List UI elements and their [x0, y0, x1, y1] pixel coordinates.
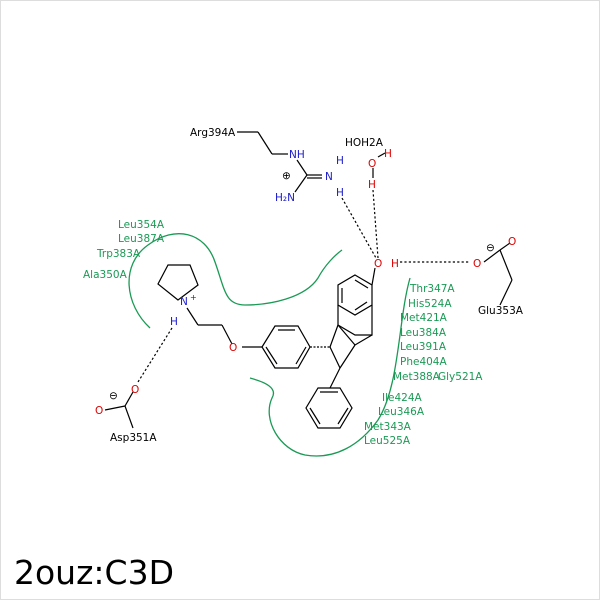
atom-phenol-o: O [374, 258, 382, 270]
tetrahydronaphthalene-core [329, 267, 376, 369]
hbond-water-phenol [372, 189, 379, 259]
atom-ether-o: O [229, 342, 237, 354]
atom-arg-n: N [325, 171, 333, 183]
arg394-side-chain [237, 131, 322, 193]
residue-leu384: Leu384A [400, 327, 447, 339]
residue-met388: Met388A [393, 371, 441, 383]
residue-ala350: Ala350A [83, 269, 128, 281]
residue-thr347: Thr347A [409, 283, 455, 295]
pyrrolidine-ring [157, 264, 199, 301]
asp351-side-chain [104, 391, 134, 429]
arg-positive-charge: ⊕ [282, 170, 291, 182]
residue-ile424: Ile424A [382, 392, 423, 404]
atom-arg-h-bottom: H [336, 187, 344, 199]
residue-asp351: Asp351A [110, 432, 157, 444]
residue-hoh2: HOH2A [345, 137, 384, 149]
residue-trp383: Trp383A [96, 248, 141, 260]
atom-arg-nh: NH [289, 149, 305, 161]
atom-pyrrolidine-h: H [170, 316, 178, 328]
atom-asp-o-double: O [95, 405, 103, 417]
aryl-ether-ring [186, 307, 330, 369]
atom-arg-h2n: H₂N [275, 192, 295, 204]
hydrophobic-arc-right [249, 277, 411, 457]
water-molecule [372, 152, 386, 178]
residue-met343: Met343A [364, 421, 412, 433]
asp-negative-charge: ⊖ [109, 390, 118, 402]
residue-leu387: Leu387A [118, 233, 165, 245]
atom-pyrrolidine-n: N [180, 296, 188, 308]
residue-gly521: Gly521A [438, 371, 483, 383]
atom-water-h-bottom: H [368, 179, 376, 191]
atom-water-o: O [368, 158, 376, 170]
glu353-side-chain [483, 242, 513, 306]
residue-his524: His524A [408, 298, 452, 310]
pyrrolidine-plus-sign: + [190, 293, 197, 302]
glu-negative-charge: ⊖ [486, 242, 495, 254]
atom-glu-o-double: O [508, 236, 516, 248]
atom-glu-o-single: O [473, 258, 481, 270]
residue-glu353: Glu353A [478, 305, 524, 317]
diagram-title: 2ouz:C3D [14, 553, 174, 592]
atom-water-h-top: H [384, 148, 392, 160]
atom-phenol-h: H [391, 258, 399, 270]
residue-arg394: Arg394A [190, 127, 236, 139]
phenyl-ring [305, 367, 353, 429]
hbond-arg394-phenol [341, 197, 377, 259]
residue-met421: Met421A [400, 312, 448, 324]
residue-phe404: Phe404A [400, 356, 447, 368]
hydrophobic-arc-left [128, 233, 343, 329]
atom-asp-o-single: O [131, 384, 139, 396]
residue-leu346: Leu346A [378, 406, 425, 418]
residue-leu354: Leu354A [118, 219, 165, 231]
atom-arg-h-top: H [336, 155, 344, 167]
hbond-pyrrolidinium-asp351 [137, 327, 173, 383]
residue-leu525: Leu525A [364, 435, 411, 447]
residue-leu391: Leu391A [400, 341, 447, 353]
